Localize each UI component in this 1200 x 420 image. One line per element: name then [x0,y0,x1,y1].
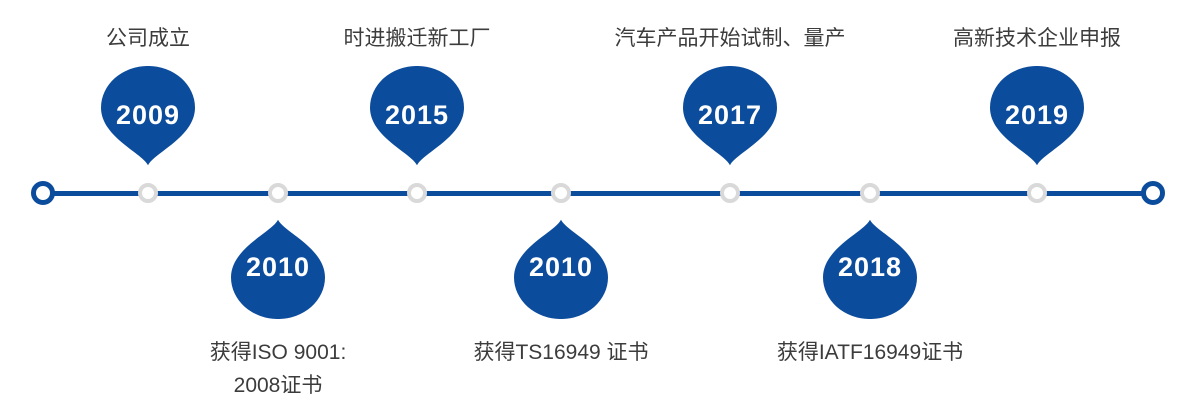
year-label: 2009 [115,100,181,130]
year-balloon: 2009 [98,66,198,167]
year-label: 2017 [697,100,763,130]
event-title: 获得IATF16949证书 [776,341,964,364]
timeline-node [860,183,880,203]
balloon-shape-icon [823,219,917,319]
timeline-node [720,183,740,203]
year-label: 2018 [837,252,903,282]
timeline-end-node [1141,181,1165,205]
year-label: 2010 [528,252,594,282]
year-balloon: 2017 [680,66,780,167]
timeline-node [268,183,288,203]
balloon-shape-icon [101,66,195,166]
balloon-shape-icon [231,219,325,319]
balloon-shape-icon [514,219,608,319]
balloon-shape-icon [370,66,464,166]
event-title: 高新技术企业申报 [953,27,1121,50]
event-title: 获得ISO 9001: 2008证书 [209,341,347,397]
event-title: 汽车产品开始试制、量产 [614,27,846,50]
year-balloon: 2010 [511,218,611,319]
event-title: 获得TS16949 证书 [473,341,649,364]
year-label: 2015 [384,100,450,130]
timeline-node [407,183,427,203]
year-balloon: 2010 [228,218,328,319]
year-balloon: 2015 [367,66,467,167]
balloon-shape-icon [683,66,777,166]
event-title: 时进搬迁新工厂 [343,27,491,50]
timeline-node [551,183,571,203]
timeline-line [43,191,1153,196]
timeline-node [138,183,158,203]
year-balloon: 2019 [987,66,1087,167]
event-title: 公司成立 [106,27,190,50]
year-label: 2019 [1004,100,1070,130]
timeline-start-node [31,181,55,205]
timeline-node [1027,183,1047,203]
year-label: 2010 [245,252,311,282]
year-balloon: 2018 [820,218,920,319]
balloon-shape-icon [990,66,1084,166]
